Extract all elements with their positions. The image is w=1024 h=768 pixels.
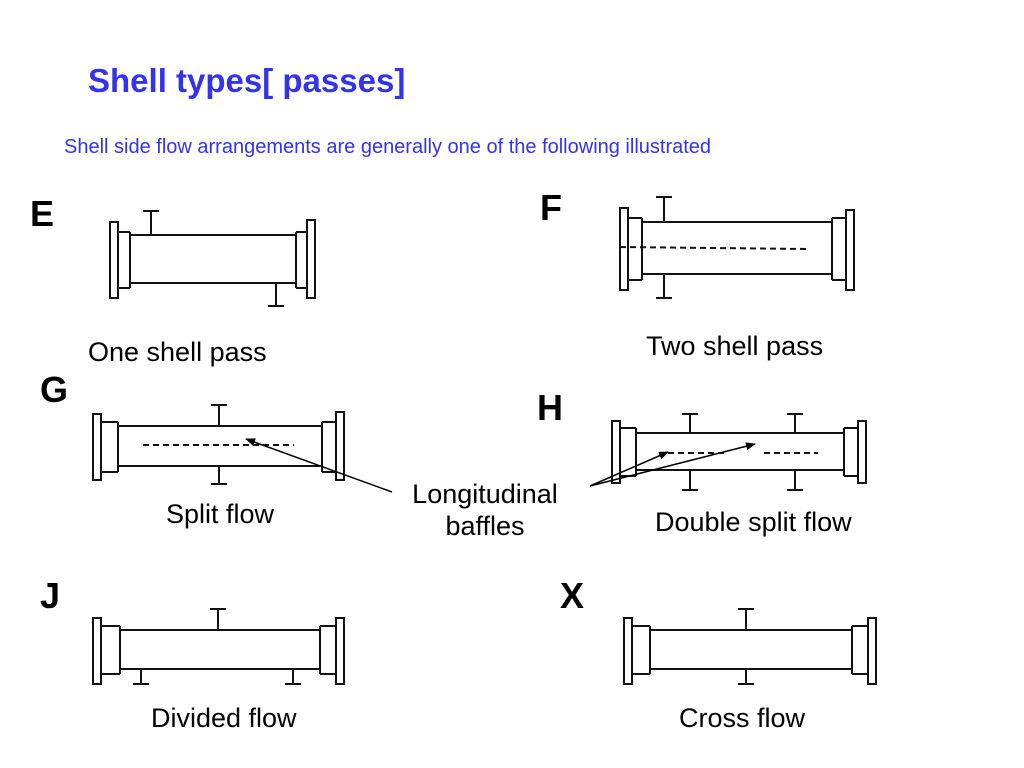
shell-g-caption: Split flow (166, 499, 275, 529)
slide-title: Shell types[ passes] (88, 62, 406, 99)
callout-arrows (245, 438, 756, 493)
shell-h-letter: H (537, 387, 563, 428)
shell-x-caption: Cross flow (679, 703, 806, 733)
shell-j-caption: Divided flow (151, 703, 297, 733)
shell-h-diagram (611, 413, 867, 491)
slide-subtitle: Shell side flow arrangements are general… (64, 136, 712, 158)
callout-line-2: baffles (445, 511, 525, 542)
shell-x-diagram (623, 608, 877, 685)
shell-j-letter: J (40, 575, 61, 616)
shell-f-diagram (619, 196, 855, 299)
shell-f-letter: F (540, 187, 562, 228)
shell-f-caption: Two shell pass (646, 331, 824, 361)
shell-e-caption: One shell pass (88, 337, 267, 367)
shell-j-diagram (92, 608, 345, 685)
shell-g-letter: G (40, 369, 69, 410)
shell-e-diagram (109, 210, 316, 307)
shell-x-letter: X (560, 575, 585, 616)
longitudinal-baffles-label: Longitudinal baffles (372, 478, 598, 543)
callout-line-1: Longitudinal (412, 479, 558, 509)
shell-g-diagram (92, 404, 345, 485)
shell-h-caption: Double split flow (655, 507, 852, 537)
shell-e-letter: E (30, 193, 55, 234)
